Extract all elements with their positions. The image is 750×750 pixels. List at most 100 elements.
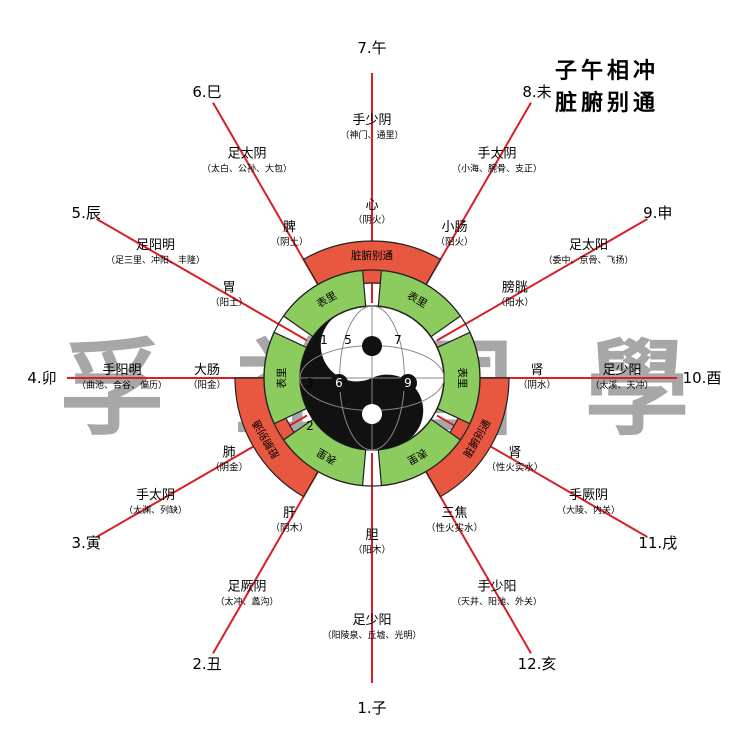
acupoints-label: （委中、京骨、飞扬）: [543, 254, 633, 266]
yin-shape: [300, 312, 424, 450]
element-label: （阴土）: [270, 236, 308, 248]
spoke-group: 2.丑 足厥阴（太冲、蠡沟） 肝（阴木）: [192, 506, 308, 673]
title-block: 子午相冲 脏腑别通: [555, 58, 659, 116]
acupoints-label: （小海、腕骨、支正）: [452, 162, 542, 174]
title-line-2: 脏腑别通: [555, 90, 659, 116]
biaoli-label: 表里: [456, 368, 469, 389]
acupoints-label: （太白、公孙、大包）: [202, 162, 292, 174]
meridian-label: 足厥阴: [227, 580, 266, 595]
watermark-char: 學: [585, 327, 689, 450]
organ-label: 小肠: [441, 220, 467, 235]
center-number: 3: [306, 376, 314, 390]
organ-label: 膀胱: [502, 280, 528, 296]
organ-label: 大肠: [194, 363, 220, 378]
organ-label: 三焦: [441, 506, 467, 521]
biaoli-label: 表里: [275, 368, 288, 389]
organ-label: 肾: [530, 363, 543, 378]
meridian-label: 足阳明: [136, 238, 175, 253]
meridian-label: 手少阴: [352, 113, 391, 128]
number-dot: [330, 374, 348, 392]
element-label: （阴火）: [353, 214, 391, 226]
organ-label: 肺: [223, 446, 236, 461]
element-label: （阳金）: [188, 379, 226, 391]
number-dot: [399, 374, 417, 392]
center-number: 2: [306, 419, 314, 433]
meridian-label: 手太阴: [136, 488, 175, 503]
spoke-group: 11.戌 手厥阴（大陵、内关） 肾（性火实水）: [486, 446, 677, 553]
branch-label: 10.酉: [683, 369, 722, 387]
element-label: （阴木）: [270, 522, 308, 534]
meridian-label: 足太阳: [569, 238, 608, 253]
branch-label: 4.卯: [27, 369, 56, 387]
zangfu-label: 脏腑别通: [351, 249, 393, 262]
meridian-label: 足少阳: [602, 363, 641, 378]
spoke-labels: 1.子足少阳（阳陵泉、丘墟、光明）胆（阳木）2.丑足厥阴（太冲、蠡沟）肝（阴木）…: [27, 39, 721, 717]
acupoints-label: （天井、阳池、外关）: [452, 596, 542, 608]
branch-label: 2.丑: [192, 655, 221, 673]
branch-label: 8.未: [522, 83, 551, 101]
acupoints-label: （神门、通里）: [340, 129, 403, 141]
spoke-line: [96, 218, 308, 342]
branch-label: 3.寅: [72, 534, 101, 552]
spoke-group: 12.亥 手少阳（天井、阳池、外关） 三焦（性火实水）: [426, 506, 556, 673]
meridian-label: 足太阴: [227, 146, 266, 161]
yang-dot: [362, 404, 382, 424]
acupoints-label: （太冲、蠡沟）: [215, 596, 278, 608]
element-label: （阳火）: [435, 236, 473, 248]
branch-label: 11.戌: [638, 534, 677, 552]
acupoints-label: （太渊、列缺）: [124, 504, 187, 516]
branch-label: 9.申: [643, 204, 672, 222]
spoke-group: 10.酉 足少阳（太溪、天冲） 肾（阴水）: [518, 363, 721, 391]
organ-label: 胆: [365, 528, 378, 543]
meridian-label: 手少阳: [477, 580, 516, 595]
meridian-label: 手太阴: [477, 146, 516, 161]
meridian-label: 足少阳: [352, 613, 391, 628]
title-line-1: 子午相冲: [555, 58, 659, 84]
acupoints-label: （足三里、冲阳、丰隆）: [106, 254, 205, 266]
center-number: 1: [320, 333, 328, 347]
watermark-char: 孚: [60, 327, 164, 450]
spoke-line: [436, 218, 648, 342]
element-label: （阳木）: [353, 544, 391, 556]
branch-label: 6.巳: [192, 83, 221, 101]
acupoints-label: （大陵、内关）: [557, 504, 620, 516]
organ-label: 心: [365, 198, 378, 213]
meridian-label: 手阳明: [102, 363, 141, 378]
center-number: 7: [394, 333, 402, 347]
spoke-lines: [67, 73, 677, 683]
acupoints-label: （阳陵泉、丘墟、光明）: [322, 629, 421, 641]
branch-label: 7.午: [357, 39, 386, 57]
yin-yang-center: 1 2 3 5 6 7 9: [299, 305, 445, 451]
element-label: （性火实水）: [486, 462, 543, 474]
center-number: 9: [404, 376, 412, 390]
spoke-group: 4.卯 手阳明（曲池、合谷、偏历） 大肠（阳金）: [27, 363, 226, 391]
spoke-group: 3.寅 手太阴（太渊、列缺） 肺（阴金）: [72, 446, 249, 553]
element-label: （阴水）: [518, 379, 556, 391]
element-label: （性火实水）: [426, 522, 483, 534]
center-number: 5: [344, 333, 352, 347]
yin-dot: [362, 336, 382, 356]
spoke-group: 1.子 足少阳（阳陵泉、丘墟、光明） 胆（阳木）: [322, 528, 421, 717]
acupoints-label: （太溪、天冲）: [590, 379, 653, 391]
center-number: 6: [335, 376, 343, 390]
ring-outline: [263, 269, 481, 487]
element-label: （阳水）: [496, 297, 534, 309]
organ-label: 肾: [508, 446, 521, 461]
branch-label: 1.子: [357, 699, 386, 717]
meridian-label: 手厥阴: [569, 488, 608, 503]
element-label: （阳土）: [210, 297, 248, 309]
element-label: （阴金）: [210, 462, 248, 474]
branch-label: 12.亥: [518, 655, 557, 673]
acupoints-label: （曲池、合谷、偏历）: [77, 379, 167, 391]
organ-label: 脾: [283, 220, 296, 235]
organ-label: 胃: [223, 281, 236, 296]
branch-label: 5.辰: [72, 204, 101, 222]
organ-label: 肝: [283, 506, 296, 521]
